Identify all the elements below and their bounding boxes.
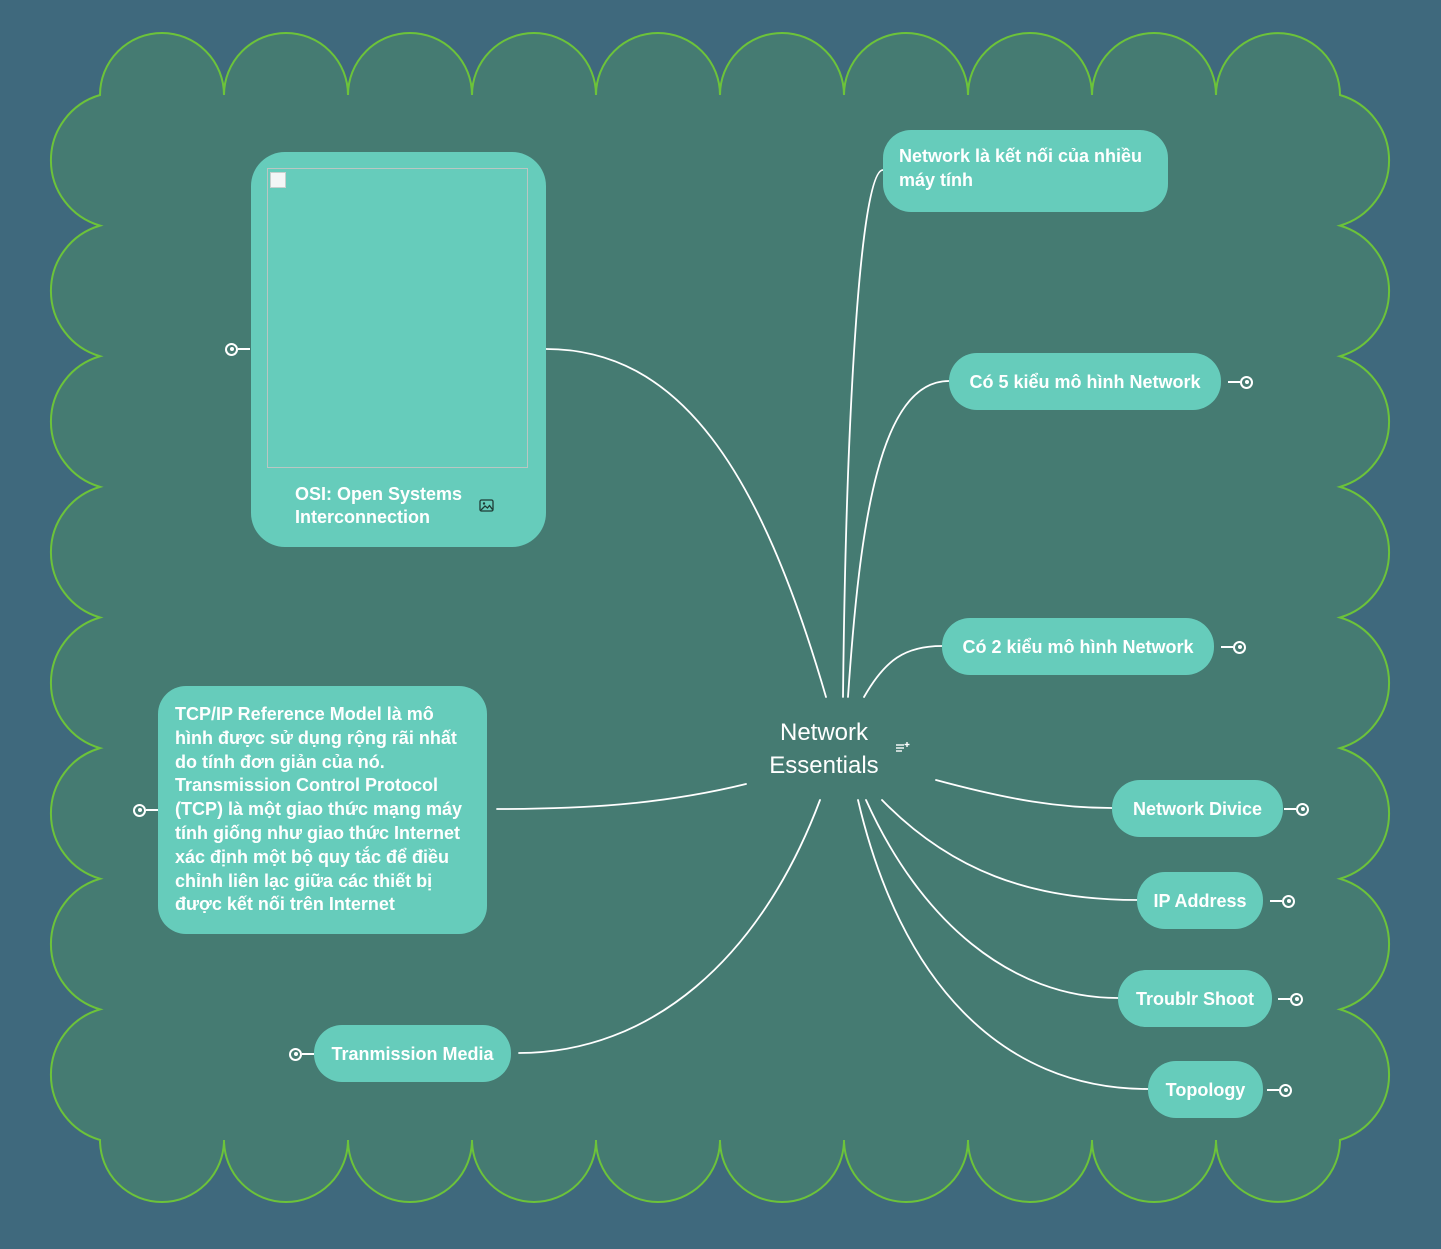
toggle-dot <box>1290 992 1303 1006</box>
toggle-line <box>1270 900 1282 902</box>
connector-network-definition <box>842 169 884 698</box>
connector-five-models <box>847 380 950 698</box>
toggle-line <box>1221 646 1233 648</box>
connector-ip-address <box>881 799 1138 901</box>
toggle-line <box>302 1053 314 1055</box>
central-topic[interactable]: Network Essentials <box>769 719 879 779</box>
collapse-toggle-osi[interactable] <box>222 342 250 356</box>
connector-transmission-media <box>518 799 821 1054</box>
topic-osi[interactable] <box>251 152 546 547</box>
toggle-dot <box>1296 802 1309 816</box>
collapse-toggle-ip-address[interactable] <box>1270 894 1298 908</box>
toggle-line <box>146 809 158 811</box>
toggle-line <box>1228 381 1240 383</box>
collapse-toggle-two-models[interactable] <box>1221 640 1249 654</box>
connector-tcpip <box>496 783 747 810</box>
image-icon[interactable] <box>479 499 494 512</box>
toggle-dot <box>133 803 146 817</box>
toggle-dot <box>1240 375 1253 389</box>
collapse-toggle-network-device[interactable] <box>1284 802 1312 816</box>
topic-ip-address[interactable]: IP Address <box>1137 872 1263 929</box>
toggle-line <box>1284 808 1296 810</box>
image-frame <box>267 168 528 468</box>
toggle-dot <box>225 342 238 356</box>
broken-image-icon <box>270 172 286 188</box>
toggle-dot <box>1233 640 1246 654</box>
topic-transmission-media[interactable]: Tranmission Media <box>314 1025 511 1082</box>
connector-network-device <box>935 779 1113 809</box>
connector-troubleshoot <box>865 799 1119 999</box>
note-icon[interactable] <box>895 741 911 755</box>
topic-five-models[interactable]: Có 5 kiểu mô hình Network <box>949 353 1221 410</box>
connector-two-models <box>863 645 943 698</box>
topic-network-definition[interactable]: Network là kết nối của nhiều máy tính <box>883 130 1168 212</box>
connector-osi <box>545 348 827 698</box>
toggle-line <box>1278 998 1290 1000</box>
collapse-toggle-five-models[interactable] <box>1228 375 1256 389</box>
collapse-toggle-transmission-media[interactable] <box>286 1047 314 1061</box>
toggle-dot <box>1282 894 1295 908</box>
topic-network-device[interactable]: Network Divice <box>1112 780 1283 837</box>
topic-tcpip[interactable]: TCP/IP Reference Model là mô hình được s… <box>158 686 487 934</box>
collapse-toggle-troubleshoot[interactable] <box>1278 992 1306 1006</box>
topic-two-models[interactable]: Có 2 kiểu mô hình Network <box>942 618 1214 675</box>
toggle-line <box>238 348 250 350</box>
topic-troubleshoot[interactable]: Troublr Shoot <box>1118 970 1272 1027</box>
connector-topology <box>857 799 1149 1090</box>
collapse-toggle-tcpip[interactable] <box>130 803 158 817</box>
topic-osi-label: OSI: Open Systems Interconnection <box>295 484 463 527</box>
toggle-dot <box>289 1047 302 1061</box>
toggle-line <box>1267 1089 1279 1091</box>
toggle-dot <box>1279 1083 1292 1097</box>
collapse-toggle-topology[interactable] <box>1267 1083 1295 1097</box>
topic-topology[interactable]: Topology <box>1148 1061 1263 1118</box>
